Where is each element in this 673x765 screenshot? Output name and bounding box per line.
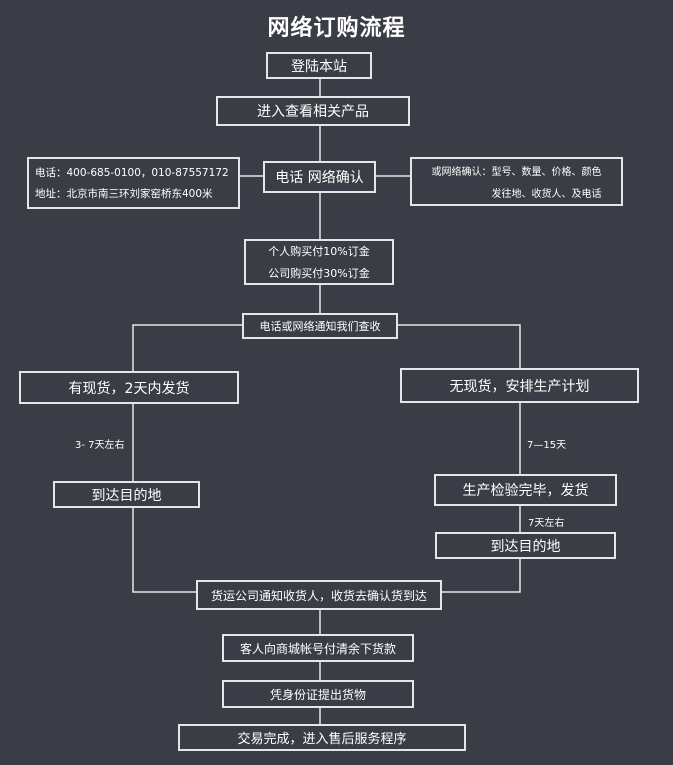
online-confirm-line2: 发往地、收货人、及电话 [491, 189, 602, 200]
step-browse-text: 进入查看相关产品 [257, 104, 369, 120]
left-duration-label: 3- 7天左右 [75, 440, 125, 451]
step-pickup: 凭身份证提出货物 [222, 680, 414, 708]
step-freight-notify-text: 货运公司通知收货人，收货去确认货到达 [210, 588, 427, 603]
step-freight-notify: 货运公司通知收货人，收货去确认货到达 [196, 580, 442, 610]
phone-line: 电话：400-685-0100，010-87557172 [35, 167, 229, 179]
online-confirm-line1: 或网络确认：型号、数量、价格、颜色 [431, 167, 602, 178]
step-no-stock-text: 无现货，安排生产计划 [449, 378, 590, 395]
right-duration-label: 7—15天 [527, 440, 567, 451]
contact-info-box: 电话：400-685-0100，010-87557172 地址：北京市南三环刘家… [27, 157, 240, 209]
step-notify-check: 电话或网络通知我们查收 [242, 313, 398, 339]
step-login: 登陆本站 [266, 52, 372, 79]
step-in-stock-text: 有现货，2天内发货 [68, 380, 190, 397]
step-pay-balance-text: 客人向商城帐号付清余下货款 [239, 641, 396, 656]
step-browse: 进入查看相关产品 [216, 96, 410, 126]
step-pickup-text: 凭身份证提出货物 [269, 687, 366, 702]
online-confirm-box: 或网络确认：型号、数量、价格、颜色 发往地、收货人、及电话 [410, 157, 623, 206]
step-pay-balance: 客人向商城帐号付清余下货款 [222, 634, 414, 662]
address-line: 地址：北京市南三环刘家窑桥东400米 [35, 188, 213, 200]
step-left-arrive: 到达目的地 [53, 481, 200, 508]
step-login-text: 登陆本站 [291, 58, 347, 75]
page-title: 网络订购流程 [267, 16, 406, 41]
step-production-done-text: 生产检验完毕，发货 [462, 483, 589, 499]
step-left-arrive-text: 到达目的地 [91, 487, 162, 504]
step-right-arrive-text: 到达目的地 [490, 538, 561, 555]
step-deposit: 个人购买付10%订金 公司购买付30%订金 [244, 239, 394, 285]
step-confirm-text: 电话 网络确认 [275, 170, 364, 186]
step-confirm: 电话 网络确认 [263, 161, 376, 193]
step-in-stock: 有现货，2天内发货 [19, 371, 239, 404]
step-no-stock: 无现货，安排生产计划 [400, 368, 639, 403]
step-notify-check-text: 电话或网络通知我们查收 [259, 320, 381, 333]
right-ship-duration-label: 7天左右 [528, 518, 565, 529]
step-right-arrive: 到达目的地 [435, 532, 616, 559]
deposit-company-text: 公司购买付30%订金 [268, 267, 370, 280]
step-production-done: 生产检验完毕，发货 [434, 474, 617, 506]
step-complete: 交易完成，进入售后服务程序 [178, 724, 466, 751]
step-complete-text: 交易完成，进入售后服务程序 [237, 732, 407, 747]
deposit-personal-text: 个人购买付10%订金 [268, 245, 370, 258]
